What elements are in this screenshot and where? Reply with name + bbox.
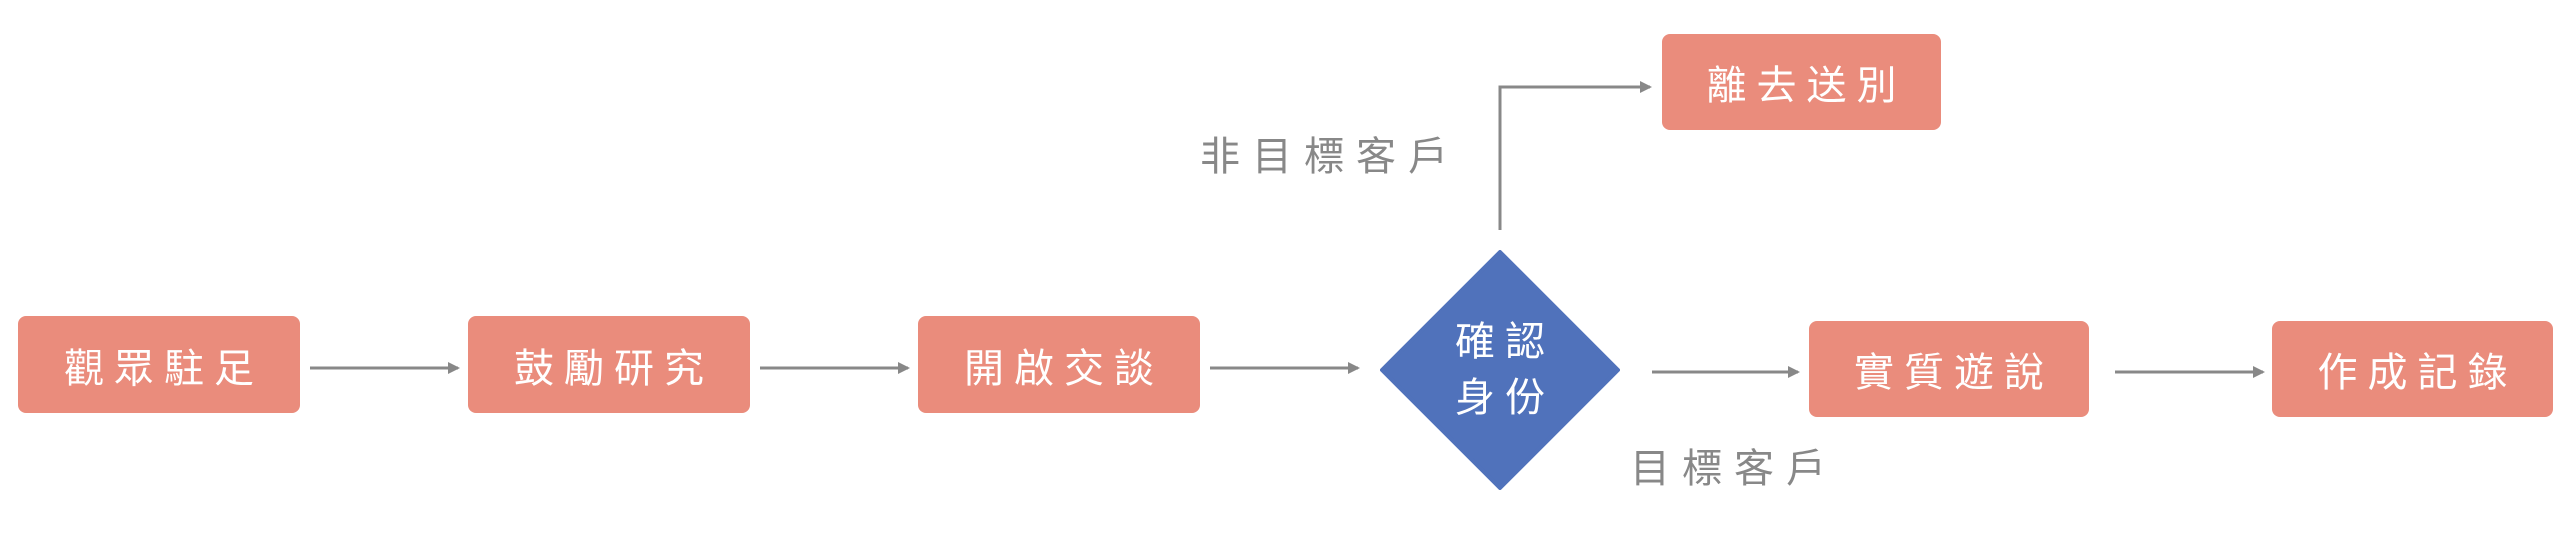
edge-label-target: 目標客戶 [1630, 446, 1838, 492]
node-record: 作成記錄 [2272, 321, 2553, 417]
node-pitch: 實質遊說 [1809, 321, 2089, 417]
edge-label-non-target: 非目標客戶 [1200, 134, 1460, 180]
node-confirm-text: 確認 身份 [1380, 250, 1620, 490]
node-observe: 觀眾駐足 [18, 316, 300, 413]
node-start-talk: 開啟交談 [918, 316, 1200, 413]
node-farewell: 離去送別 [1662, 34, 1941, 130]
node-confirm-diamond [1380, 250, 1620, 490]
node-confirm-line2: 身份 [1455, 375, 1555, 421]
node-confirm-line1: 確認 [1455, 319, 1555, 365]
node-encourage: 鼓勵研究 [468, 316, 750, 413]
arrow-confirm-to-farewell [1498, 81, 1652, 230]
